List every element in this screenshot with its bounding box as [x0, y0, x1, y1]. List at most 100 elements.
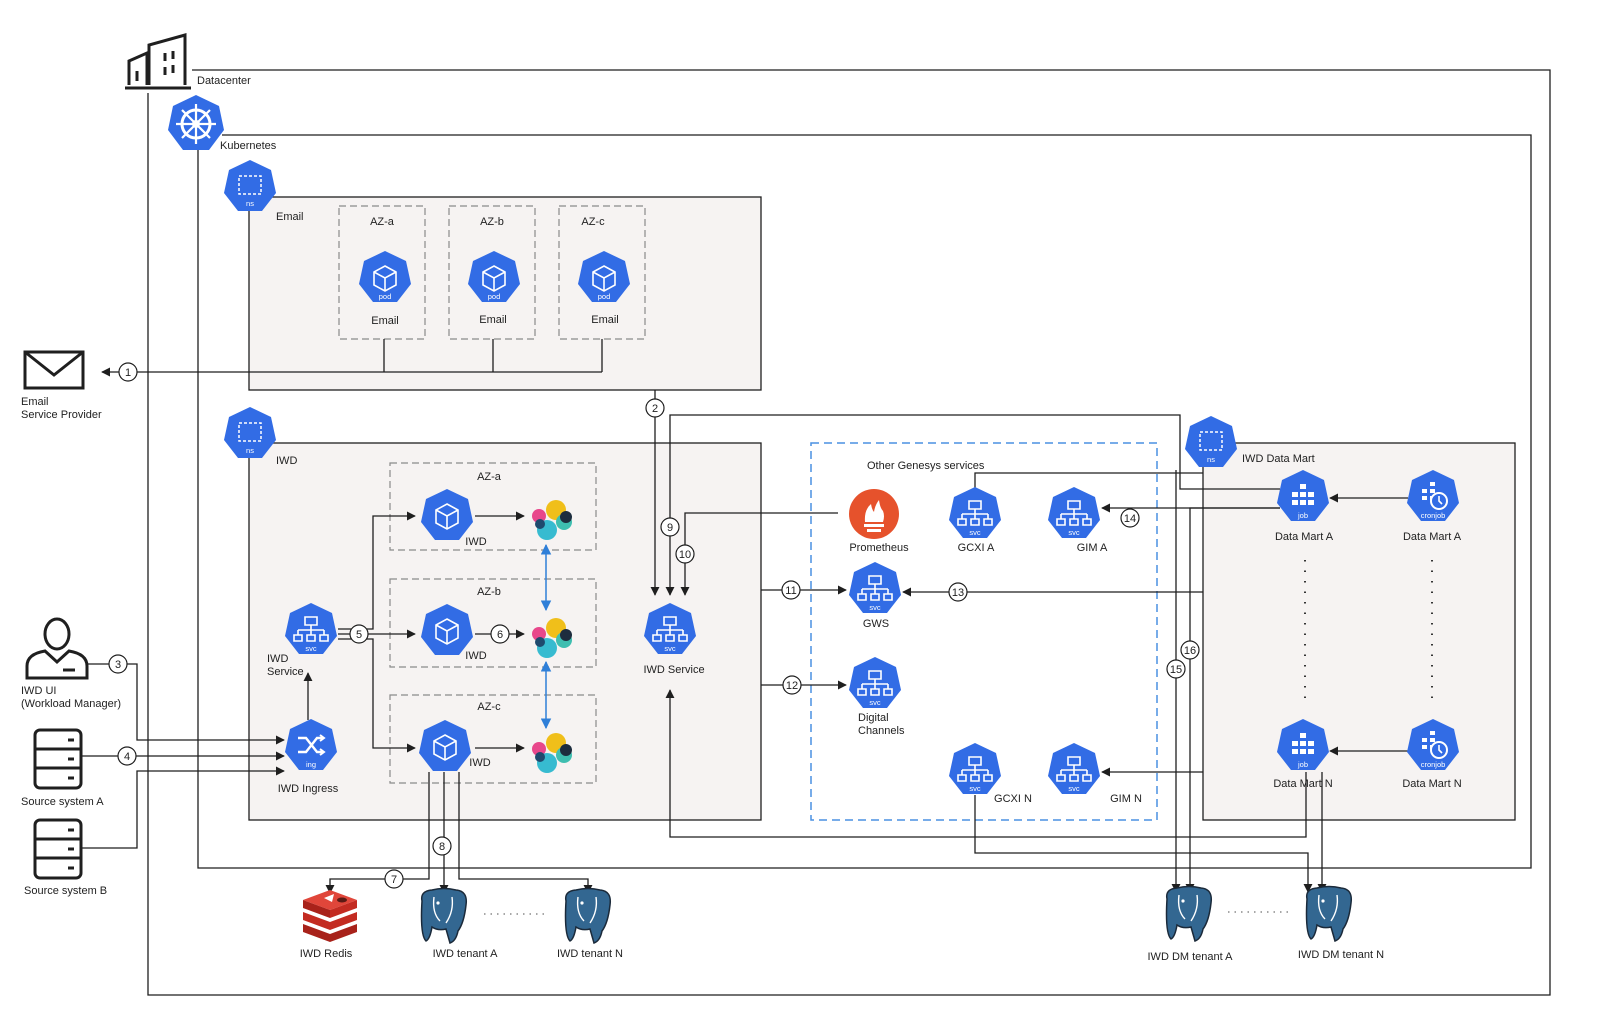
iwd-pod-a-label: IWD [465, 536, 486, 548]
svg-text:pod: pod [598, 292, 611, 301]
flow-number-4: 4 [117, 746, 137, 766]
gws-service-icon: svc [849, 562, 901, 613]
postgres-dm-tenant-n-icon [1305, 885, 1353, 942]
svg-text:ns: ns [246, 446, 254, 455]
email-pod-a-label: Email [371, 315, 399, 327]
svg-text:6: 6 [497, 629, 503, 641]
flow-number-10: 10 [675, 544, 695, 564]
source-a-label: Source system A [21, 796, 104, 808]
svg-text:2: 2 [652, 403, 658, 415]
digital-channels-label-1: Digital [858, 712, 889, 724]
svg-text:16: 16 [1184, 645, 1196, 657]
kubernetes-icon [168, 95, 224, 150]
svg-text:ns: ns [1207, 455, 1215, 464]
email-az-b-label: AZ-b [480, 216, 504, 228]
email-namespace-label: Email [276, 211, 304, 223]
iwd-namespace-label: IWD [276, 455, 297, 467]
email-az-c-label: AZ-c [581, 216, 605, 228]
email-provider-label-2: Service Provider [21, 409, 102, 421]
gcxi-a-service-icon: svc [949, 487, 1001, 538]
elasticsearch-a-icon [532, 500, 572, 540]
tenant-a-label: IWD tenant A [433, 948, 498, 960]
gws-label: GWS [863, 618, 889, 630]
flow-number-12: 12 [782, 675, 802, 695]
email-pod-a-icon: pod [359, 251, 411, 302]
flow-number-2: 2 [645, 398, 665, 418]
building-icon [125, 33, 191, 90]
data-mart-ellipsis [1304, 560, 1433, 700]
svg-text:svc: svc [869, 603, 881, 612]
svg-text:8: 8 [439, 841, 445, 853]
dm-tenant-n-label: IWD DM tenant N [1298, 949, 1384, 961]
svg-text:svc: svc [869, 698, 881, 707]
iwd-ingress-label: IWD Ingress [278, 783, 339, 795]
central-iwd-service-icon: svc [644, 603, 696, 654]
other-genesys-label: Other Genesys services [867, 460, 985, 472]
datacenter-label: Datacenter [197, 75, 251, 87]
elasticsearch-b-icon [532, 618, 572, 658]
flow-number-7: 7 [384, 869, 404, 889]
kubernetes-label: Kubernetes [220, 140, 277, 152]
svg-text:12: 12 [786, 680, 798, 692]
flow-number-5: 5 [349, 624, 369, 644]
gcxi-n-label: GCXI N [994, 793, 1032, 805]
data-mart-a-job-icon: job [1277, 470, 1329, 521]
iwd-az-c-label: AZ-c [477, 701, 501, 713]
other-genesys-services-box [810, 442, 1158, 821]
svg-text:7: 7 [391, 874, 397, 886]
svg-text:13: 13 [952, 587, 964, 599]
data-mart-namespace-icon: ns [1185, 416, 1237, 467]
email-az-a-label: AZ-a [370, 216, 395, 228]
email-envelope-icon [23, 350, 85, 390]
email-pod-b-label: Email [479, 314, 507, 326]
svg-text:svc: svc [1068, 784, 1080, 793]
svg-text:pod: pod [488, 292, 501, 301]
server-a-icon [33, 728, 83, 790]
postgres-dm-tenant-a-icon [1165, 885, 1213, 942]
gim-n-service-icon: svc [1048, 743, 1100, 794]
svg-text:5: 5 [356, 629, 362, 641]
svg-text:10: 10 [679, 549, 691, 561]
data-mart-a-cronjob-icon: cronjob [1407, 470, 1459, 521]
user-icon [25, 617, 89, 680]
iwd-pod-b-icon [421, 604, 473, 655]
iwd-pod-a-icon [421, 489, 473, 540]
datacenter-frame [147, 69, 1551, 996]
flow-number-8: 8 [432, 836, 452, 856]
redis-icon [303, 890, 357, 942]
flow-number-13: 13 [948, 582, 968, 602]
flow-number-14: 14 [1120, 508, 1140, 528]
tenant-n-label: IWD tenant N [557, 948, 623, 960]
data-mart-namespace-label: IWD Data Mart [1242, 453, 1315, 465]
iwd-pod-b-label: IWD [465, 650, 486, 662]
data-mart-a-cronjob-label: Data Mart A [1403, 531, 1462, 543]
postgres-tenant-a-icon [420, 887, 468, 944]
central-iwd-service-label: IWD Service [643, 664, 704, 676]
svg-text:15: 15 [1170, 664, 1182, 676]
email-pod-b-icon: pod [468, 251, 520, 302]
email-provider-label-1: Email [21, 396, 49, 408]
data-mart-n-cronjob-label: Data Mart N [1402, 778, 1461, 790]
iwd-ingress-icon: ing [285, 719, 337, 770]
svg-text:3: 3 [115, 659, 121, 671]
svg-text:cronjob: cronjob [1421, 760, 1446, 769]
gim-a-service-icon: svc [1048, 487, 1100, 538]
iwd-az-a [389, 462, 597, 551]
source-b-label: Source system B [24, 885, 107, 897]
iwd-az-b-label: AZ-b [477, 586, 501, 598]
svg-text:svc: svc [305, 644, 317, 653]
svg-text:4: 4 [124, 751, 130, 763]
flow-number-9: 9 [660, 517, 680, 537]
digital-channels-service-icon: svc [849, 657, 901, 708]
data-mart-n-job-label: Data Mart N [1273, 778, 1332, 790]
data-mart-namespace-box [1202, 442, 1516, 821]
svg-text:14: 14 [1124, 513, 1136, 525]
digital-channels-label-2: Channels [858, 725, 905, 737]
iwd-ui-label-2: (Workload Manager) [21, 698, 121, 710]
svg-text:11: 11 [785, 585, 796, 597]
svg-text:ing: ing [306, 760, 316, 769]
iwd-ui-label-1: IWD UI [21, 685, 56, 697]
postgres-tenant-n-icon [564, 887, 612, 944]
data-mart-a-job-label: Data Mart A [1275, 531, 1334, 543]
